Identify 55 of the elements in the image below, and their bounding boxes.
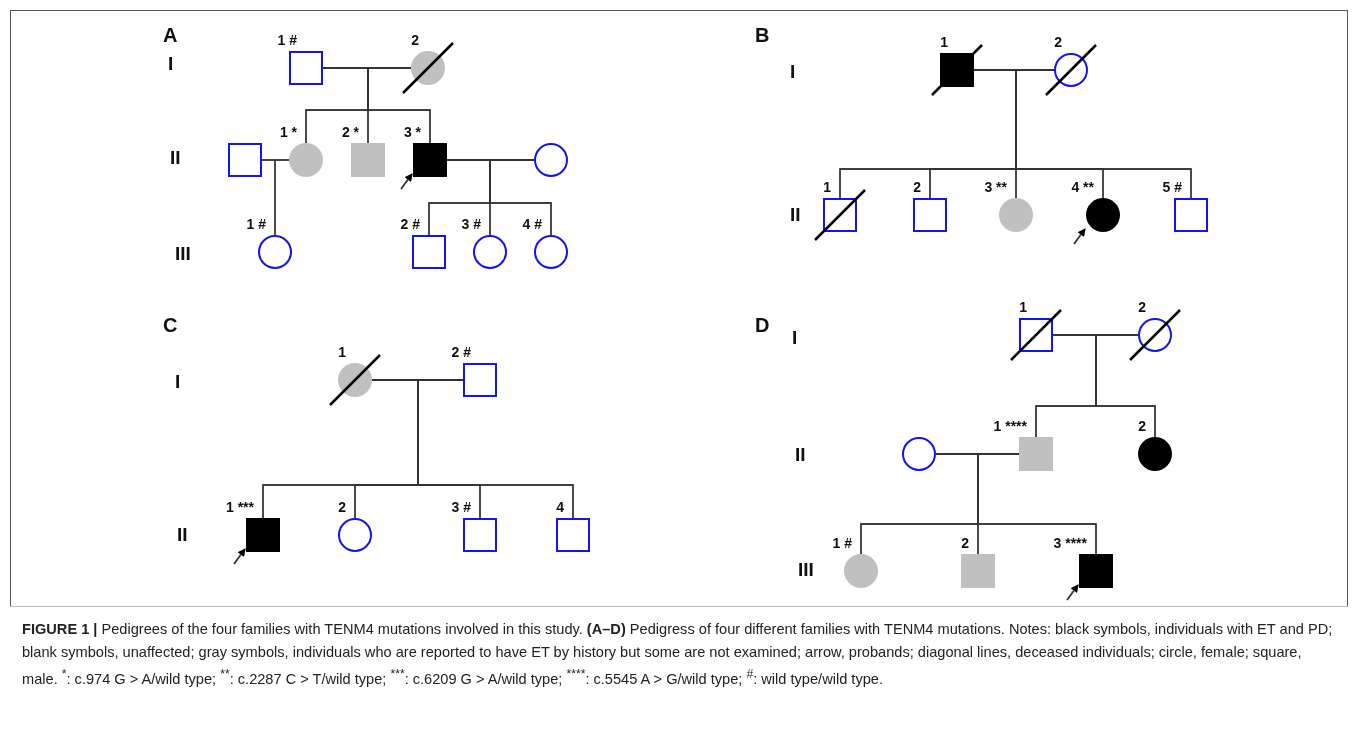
individual-number: 2 # — [451, 344, 471, 360]
individual-number: 3 ** — [984, 179, 1007, 195]
individual-number: 2 — [411, 32, 419, 48]
individual-number: 2 — [961, 535, 969, 551]
individual-number: 4 — [556, 499, 564, 515]
panel-letter: C — [163, 314, 178, 337]
individual-number: 4 ** — [1071, 179, 1094, 195]
panel-letter: B — [755, 24, 770, 47]
individual-number: 3 **** — [1053, 535, 1087, 551]
individual-number: 1 *** — [225, 499, 254, 515]
panel-letter: D — [755, 314, 770, 337]
individual-number: 2 — [1054, 34, 1062, 50]
individual-number: 1 # — [246, 216, 266, 232]
individual-number: 3 # — [451, 499, 471, 515]
proband-arrow — [233, 548, 246, 565]
individual-number: 2 — [338, 499, 346, 515]
individual-number: 1 **** — [993, 418, 1027, 434]
pedigree-line — [977, 453, 1097, 555]
pedigree-line — [1095, 334, 1156, 438]
generation-label: II — [790, 203, 801, 226]
generation-label: II — [177, 523, 188, 546]
individual-number: 2 — [1138, 299, 1146, 315]
generation-label: II — [170, 146, 181, 169]
individual-number: 1 * — [279, 124, 297, 140]
individual-number: 1 — [338, 344, 346, 360]
pedigree-line — [417, 379, 574, 519]
generation-label: II — [795, 443, 806, 466]
individual-number: 3 # — [461, 216, 481, 232]
individual-number: 1 — [940, 34, 948, 50]
generation-label: I — [175, 370, 181, 393]
individual-number: 5 # — [1162, 179, 1182, 195]
pedigree-line — [367, 67, 431, 144]
pedigree-line — [489, 159, 552, 236]
individual-number: 2 # — [400, 216, 420, 232]
generation-label: III — [798, 558, 814, 581]
generation-label: I — [168, 52, 174, 75]
pedigree-line — [274, 159, 290, 236]
proband-arrow — [1073, 228, 1086, 245]
individual-number: 3 * — [403, 124, 421, 140]
individual-number: 2 — [913, 179, 921, 195]
individual-number: 4 # — [522, 216, 542, 232]
generation-label: I — [792, 326, 798, 349]
pedigree-line — [1015, 69, 1192, 199]
generation-label: I — [790, 60, 796, 83]
proband-arrow — [400, 173, 413, 190]
individual-number: 1 # — [277, 32, 297, 48]
individual-number: 1 # — [832, 535, 852, 551]
individual-number: 2 * — [341, 124, 359, 140]
figure-caption: FIGURE 1 | Pedigrees of the four families with TENM4 mutations involved in this study. (A–D) Pedigress of four different families with TENM4 mutations. Notes: black symbols, individuals with ET and PD; blank symbols, unaffected; gray symbols, individuals who are reported to have ET by history but some are not examined; arrow, probands; diagonal lines, deceased individuals; circle, female; square, male. $^{*}$: c.974 G > A/wild type; $^{**}$: c.2287 C > T/wild type; $^{***}$: c.6209 G > A/wild type; $^{****}$: c.5545 A > G/wild type; $^{#}$: wild type/wild type. — [22, 620, 1334, 689]
panel-letter: A — [163, 24, 178, 47]
generation-label: III — [175, 242, 191, 265]
individual-number: 2 — [1138, 418, 1146, 434]
individual-number: 1 — [1019, 299, 1027, 315]
individual-number: 1 — [823, 179, 831, 195]
proband-arrow — [1066, 584, 1079, 601]
